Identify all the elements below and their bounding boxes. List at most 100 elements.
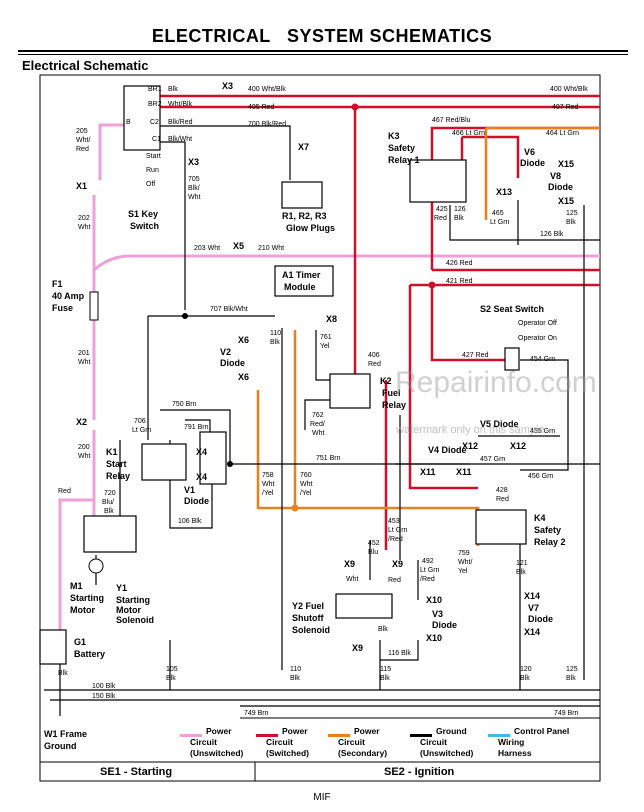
label-w749b: 749 Brn bbox=[554, 710, 579, 717]
label-w720a: 720 bbox=[104, 490, 116, 497]
label-w1b: Ground bbox=[44, 741, 77, 751]
label-x9c: X9 bbox=[352, 643, 364, 653]
label-w105b: Blk bbox=[166, 675, 176, 682]
label-g1a: G1 bbox=[74, 637, 87, 647]
wire-205 bbox=[98, 123, 124, 180]
label-w200b: Wht bbox=[78, 453, 91, 460]
label-k3c: Relay 1 bbox=[388, 155, 420, 165]
label-v8a: V8 bbox=[550, 171, 562, 181]
unswitched-wires bbox=[58, 123, 600, 630]
label-f1c: Fuse bbox=[52, 303, 74, 313]
label-w720b: Blu/ bbox=[102, 499, 115, 506]
label-x10b: X10 bbox=[426, 633, 443, 643]
label-w120b: Blk bbox=[520, 675, 530, 682]
wire-700 bbox=[160, 125, 291, 180]
label-wht1: Wht bbox=[346, 576, 359, 583]
label-w425b: Red bbox=[434, 215, 447, 222]
label-s1a: S1 Key bbox=[128, 209, 159, 219]
label-y2b: Shutoff bbox=[292, 613, 324, 623]
label-m1a: M1 bbox=[70, 581, 83, 591]
wire-758 bbox=[256, 390, 480, 546]
label-w467: 467 Red/Blu bbox=[432, 117, 471, 124]
fuel-shutoff-solenoid bbox=[335, 593, 393, 619]
label-b: B bbox=[126, 119, 131, 126]
label-x13: X13 bbox=[496, 187, 513, 197]
label-w205c: Red bbox=[76, 146, 89, 153]
label-w759b: Wht/ bbox=[458, 559, 473, 566]
label-m1c: Motor bbox=[70, 605, 95, 615]
label-c2: C2 bbox=[150, 119, 159, 126]
connectors bbox=[88, 103, 436, 574]
diagram-frame bbox=[39, 74, 601, 782]
wire-126 bbox=[449, 205, 600, 241]
label-w705b: Blk/ bbox=[188, 185, 200, 192]
label-v1b: Diode bbox=[184, 496, 210, 506]
label-w466: 466 Lt Grn bbox=[452, 130, 486, 137]
legend-text: Circuit bbox=[266, 737, 293, 747]
label-f1b: 40 Amp bbox=[52, 291, 85, 301]
label-k2c: Relay bbox=[382, 400, 407, 410]
label-w125c: 125 bbox=[566, 666, 578, 673]
label-y1c: Motor bbox=[116, 605, 141, 615]
legend-text: Control Panel bbox=[514, 726, 570, 736]
label-w465b: Lt Grn bbox=[490, 219, 510, 226]
label-w126a: 126 bbox=[454, 206, 466, 213]
battery-box bbox=[39, 629, 67, 665]
legend-swatch bbox=[410, 734, 432, 737]
safety-relay-2 bbox=[475, 509, 527, 545]
label-y1b: Starting bbox=[116, 595, 151, 605]
label-w464: 464 Lt Grn bbox=[546, 130, 580, 137]
label-x5: X5 bbox=[233, 241, 245, 251]
wire-red-battery bbox=[58, 498, 94, 630]
label-w706a: 706 bbox=[134, 418, 146, 425]
label-w456: 456 Grn bbox=[528, 473, 554, 480]
label-x11b: X11 bbox=[456, 467, 472, 477]
label-w700: 700 Blk/Red bbox=[248, 121, 287, 128]
label-k2a: K2 bbox=[380, 376, 392, 386]
label-w760b: Wht bbox=[300, 481, 313, 488]
label-x15b: X15 bbox=[558, 196, 575, 206]
label-blk2: Blk bbox=[378, 626, 388, 633]
label-w760a: 760 bbox=[300, 472, 312, 479]
label-w762b: Red/ bbox=[310, 421, 325, 428]
label-gp1: R1, R2, R3 bbox=[282, 211, 327, 221]
label-x8: X8 bbox=[326, 314, 338, 324]
label-m1b: Starting bbox=[70, 593, 105, 603]
fuse-f1 bbox=[89, 291, 99, 321]
label-blkwht: Blk/Wht bbox=[168, 136, 193, 143]
label-w706b: Lt Grn bbox=[132, 427, 152, 434]
label-w1a: W1 Frame bbox=[44, 729, 88, 739]
legend-text: (Switched) bbox=[266, 748, 309, 758]
label-w125b: Blk bbox=[566, 219, 576, 226]
legend-text: (Unswitched) bbox=[420, 748, 474, 758]
label-w457: 457 Grn bbox=[480, 456, 506, 463]
junction bbox=[351, 103, 359, 111]
label-w110a: 110 bbox=[270, 330, 282, 337]
label-x2: X2 bbox=[76, 417, 88, 427]
section-subtitle: Electrical Schematic bbox=[22, 58, 149, 73]
title-rule-thin bbox=[18, 54, 628, 55]
label-br2: BR2 bbox=[148, 101, 162, 108]
label-w759c: Yel bbox=[458, 568, 468, 575]
label-w455: 455 Grn bbox=[530, 428, 556, 435]
watermark-main: Repairinfo.com bbox=[395, 366, 597, 399]
label-w428a: 428 bbox=[496, 487, 508, 494]
label-w125d: Blk bbox=[566, 675, 576, 682]
components bbox=[39, 85, 527, 665]
junction bbox=[182, 313, 188, 319]
wire-466-h bbox=[462, 135, 520, 178]
label-a1a: A1 Timer bbox=[282, 270, 321, 280]
label-opon: Operator On bbox=[518, 335, 557, 342]
label-w426: 426 Red bbox=[446, 260, 473, 267]
label-w760c: /Yel bbox=[300, 490, 312, 497]
label-w202b: Wht bbox=[78, 224, 91, 231]
label-x4a: X4 bbox=[196, 447, 208, 457]
label-w453a: 453 bbox=[388, 518, 400, 525]
label-w453c: /Red bbox=[388, 536, 403, 543]
label-w115a: 115 bbox=[380, 666, 392, 673]
label-w759a: 759 bbox=[458, 550, 470, 557]
label-w707: 707 Blk/Wht bbox=[210, 306, 248, 313]
label-blk1: Blk bbox=[168, 86, 178, 93]
